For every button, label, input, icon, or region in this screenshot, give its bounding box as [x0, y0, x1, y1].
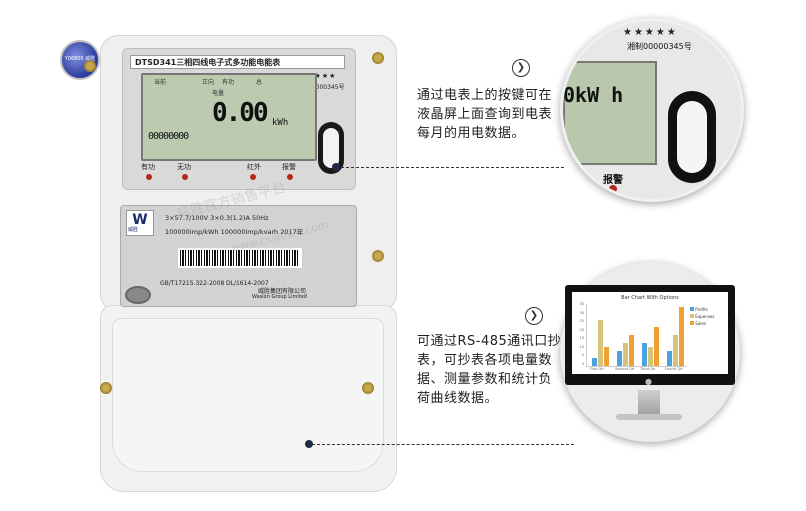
chart-bar: [673, 335, 678, 366]
monitor-stand: [638, 390, 660, 416]
indicator-led-active: [146, 174, 152, 180]
callout-text-rs485: 可通过RS-485通讯口抄表，可抄表各项电量数据、测量参数和统计负荷曲线数据。: [417, 334, 562, 406]
apple-logo-icon: ●: [645, 377, 652, 386]
chart-bar: [654, 327, 659, 366]
class-stars: ★★★★★: [300, 72, 337, 80]
x-tick-label: Third Qtr: [640, 367, 656, 371]
chart-y-axis: 35 30 25 20 15 10 5 0: [574, 302, 584, 366]
indicator-label-active: 有功: [141, 163, 155, 171]
lcd-unit: kWh: [272, 118, 289, 128]
indicator-label-reactive: 无功: [177, 163, 191, 171]
maker-name-cn: 威胜集团有限公司: [258, 288, 307, 295]
lcd-label-active: 有功: [222, 79, 235, 86]
screw-icon: [372, 52, 384, 64]
legend-item: Sales: [690, 320, 714, 327]
chart-bar: [667, 350, 672, 366]
standard-left: GB/T17215.322-2008: [160, 280, 225, 287]
meter-code-label: 湘制00000345号: [296, 84, 345, 91]
screw-icon: [372, 250, 384, 262]
spec-line-2: 100000imp/kWh 100000imp/kvarh 2017年: [165, 228, 304, 236]
brand-logo-icon: W: [126, 210, 154, 236]
seal-icon: Y06805 威胜: [60, 40, 100, 80]
legend-swatch: [690, 307, 694, 311]
leader-line-rs485: [312, 444, 574, 445]
y-tick-label: 35: [579, 302, 584, 306]
chart-bar: [598, 319, 603, 366]
legend-label: Expenses: [695, 314, 715, 319]
screw-icon: [362, 382, 374, 394]
y-tick-label: 30: [579, 310, 584, 315]
lcd-display: [141, 73, 317, 161]
chart-title: Bar Chart With Options: [621, 295, 679, 301]
indicator-led-reactive: [182, 174, 188, 180]
chart-bar: [642, 342, 647, 366]
lcd-label-total: 总: [256, 79, 263, 86]
monitor-screen: Bar Chart With Options Profits Expenses …: [572, 292, 728, 374]
chevron-right-icon: ❯: [525, 307, 543, 325]
chart-x-axis: First Qtr Second Qtr Third Qtr Fourth Qtr: [586, 367, 686, 373]
chart-bar: [604, 347, 609, 366]
y-tick-label: 15: [579, 336, 584, 341]
barcode: [178, 248, 302, 268]
lcd-label-energy: 电量: [212, 90, 225, 97]
x-tick-label: Fourth Qtr: [665, 367, 683, 371]
indicator-label-alarm: 报警: [282, 163, 296, 171]
lcd-digits: 00000000: [148, 131, 189, 142]
zoom-stars: ★★★★★: [623, 27, 678, 38]
meter-title: DTSD341三相四线电子式多功能电能表: [130, 55, 345, 69]
maker-name-en: Wasion Group Limited: [252, 294, 307, 300]
chart-bar: [592, 358, 597, 366]
lcd-label-forward: 正向: [202, 79, 215, 86]
zoom-detail-circle: ★★★★★ 湘制00000345号 0kW h 报警: [560, 18, 744, 202]
legend-item: Profits: [690, 306, 714, 313]
x-tick-label: Second Qtr: [615, 367, 635, 371]
meter-terminal-cover: [112, 318, 384, 472]
screw-icon: [84, 60, 96, 72]
leader-line-button: [336, 167, 564, 168]
zoom-alarm-label: 报警: [603, 175, 623, 186]
leader-dot-button: [332, 163, 340, 171]
chart-bar: [648, 347, 653, 366]
brand-name: 威胜: [128, 227, 139, 233]
zoom-button-face: [677, 101, 707, 173]
monitor-stand-base: [616, 414, 682, 420]
x-tick-label: First Qtr: [590, 367, 605, 371]
chart-plot-area: [586, 304, 687, 367]
legend-swatch: [690, 321, 694, 325]
chart-bar: [629, 335, 634, 366]
screw-icon: [100, 382, 112, 394]
y-tick-label: 5: [581, 353, 584, 358]
spec-line-1: 3×57.7/100V 3×0.3(1.2)A 50Hz: [165, 214, 269, 222]
y-tick-label: 10: [579, 344, 584, 349]
indicator-label-infrared: 红外: [247, 163, 261, 171]
chart-bar: [617, 350, 622, 366]
y-tick-label: 0: [581, 361, 584, 366]
legend-label: Sales: [695, 321, 706, 326]
chevron-right-icon: ❯: [512, 59, 530, 77]
callout-text-button: 通过电表上的按键可在液晶屏上面查询到电表每月的用电数据。: [417, 88, 553, 141]
zoom-code-label: 湘制00000345号: [627, 42, 692, 51]
seal-label: Y06805 威胜: [64, 56, 96, 62]
lcd-label-current: 当前: [154, 79, 167, 86]
leader-dot-rs485: [305, 440, 313, 448]
legend-label: Profits: [695, 307, 708, 312]
y-tick-label: 25: [579, 319, 584, 324]
lcd-reading: 0.00: [212, 98, 269, 128]
zoom-alarm-led: [609, 185, 617, 193]
legend-item: Expenses: [690, 313, 714, 320]
y-tick-label: 20: [579, 327, 584, 332]
zoom-lcd-text: 0kW h: [563, 83, 624, 107]
indicator-led-infrared: [250, 174, 256, 180]
chart-legend: Profits Expenses Sales: [690, 306, 714, 327]
zoom-lcd: [563, 61, 657, 165]
indicator-led-alarm: [287, 174, 293, 180]
chart-bar: [623, 342, 628, 366]
query-button-face[interactable]: [323, 128, 339, 168]
optical-port-icon: [125, 286, 151, 304]
standard-right: DL/1614-2007: [226, 280, 269, 287]
legend-swatch: [690, 314, 694, 318]
chart-bar: [679, 307, 684, 366]
